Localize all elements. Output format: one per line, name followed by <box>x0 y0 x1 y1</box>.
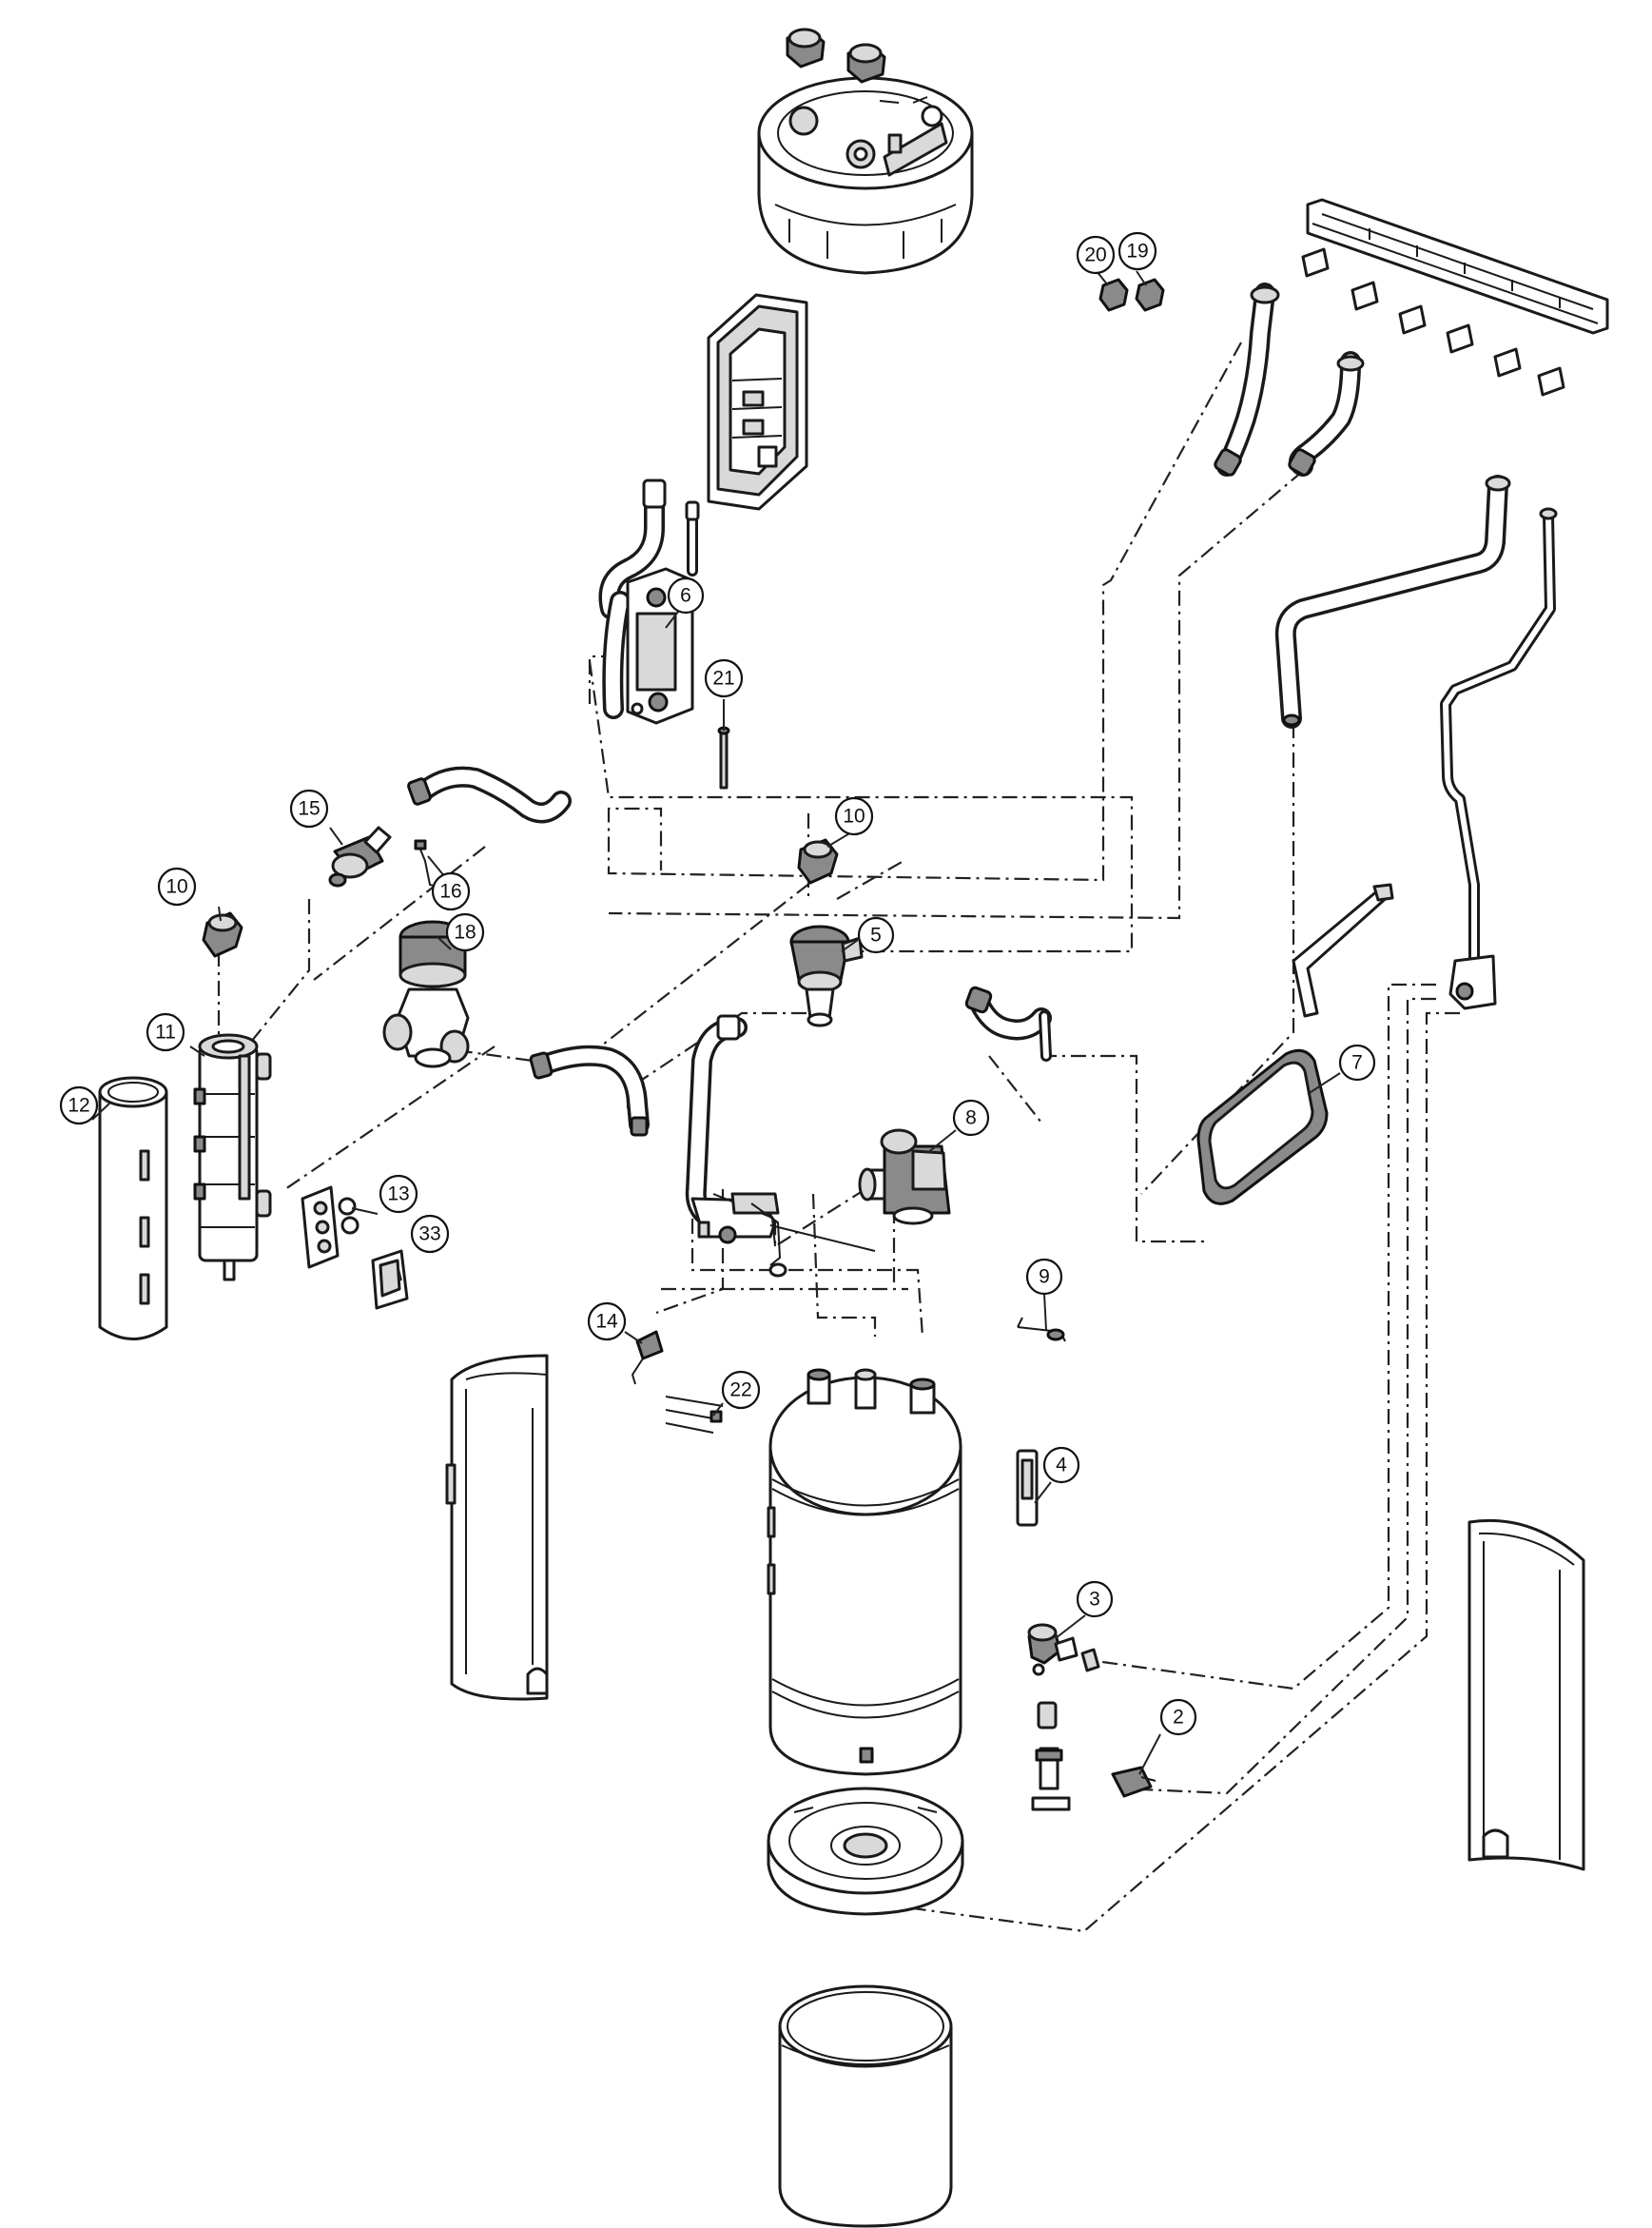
probe-set-22 <box>665 1396 724 1434</box>
callout-3: 3 <box>1076 1580 1114 1618</box>
svg-text:12: 12 <box>68 1095 89 1117</box>
thermostat-9 <box>1017 1317 1066 1342</box>
temperature-sensor-14 <box>631 1330 664 1385</box>
expansion-vessel <box>1196 1048 1329 1205</box>
callout-bubbles: 2 3 4 5 6 7 8 9 10 10 11 <box>59 231 1376 1736</box>
callout-8: 8 <box>952 1099 990 1137</box>
svg-text:33: 33 <box>418 1223 440 1245</box>
svg-text:9: 9 <box>1039 1266 1050 1288</box>
svg-text:13: 13 <box>387 1183 409 1205</box>
bottom-cylinder <box>778 1984 953 2228</box>
callout-2: 2 <box>1159 1698 1197 1736</box>
return-pipe-small <box>964 986 1052 1062</box>
svg-text:7: 7 <box>1351 1052 1363 1074</box>
callout-10-center: 10 <box>834 796 874 836</box>
connection-pipe-top-left <box>407 766 572 824</box>
svg-text:16: 16 <box>439 881 461 903</box>
outer-shell-left <box>445 1354 549 1701</box>
callout-22: 22 <box>721 1370 761 1410</box>
svg-text:18: 18 <box>454 922 476 944</box>
probe-rod-21 <box>717 726 730 790</box>
callout-14: 14 <box>587 1301 627 1341</box>
callout-20: 20 <box>1076 235 1116 275</box>
callout-4: 4 <box>1042 1446 1080 1484</box>
valve-15 <box>328 826 392 888</box>
svg-text:3: 3 <box>1089 1589 1100 1611</box>
cap-nut-left-icon <box>786 28 826 68</box>
mounting-clips <box>1301 247 1565 397</box>
callout-16: 16 <box>431 871 471 911</box>
svg-text:5: 5 <box>870 925 882 947</box>
callout-18: 18 <box>445 912 485 952</box>
callout-7: 7 <box>1338 1044 1376 1082</box>
svg-text:8: 8 <box>965 1107 977 1129</box>
callout-leaders <box>91 270 1341 1775</box>
callout-21: 21 <box>704 658 744 698</box>
gasket-set-13 <box>301 1185 360 1269</box>
protective-sleeve <box>98 1076 168 1340</box>
circulation-pump <box>858 1128 951 1225</box>
long-bent-pipe <box>1274 475 1511 729</box>
inlet-pipe-right-1 <box>1214 283 1280 477</box>
small-bore-pipe <box>1440 507 1558 1010</box>
svg-text:20: 20 <box>1084 244 1106 266</box>
svg-text:10: 10 <box>165 876 187 898</box>
outer-shell-right <box>1467 1518 1585 1871</box>
hydraulic-manifold <box>685 1014 876 1278</box>
drain-fitting-2 <box>1031 1701 1156 1811</box>
callout-9: 9 <box>1025 1258 1063 1296</box>
svg-text:14: 14 <box>595 1311 618 1333</box>
air-vent-left <box>202 911 243 958</box>
drain-valve-3 <box>1027 1623 1100 1676</box>
air-vent-center <box>797 838 839 885</box>
callout-5: 5 <box>857 916 895 954</box>
callout-6: 6 <box>667 577 705 615</box>
storage-tank <box>767 1368 962 1776</box>
callout-13: 13 <box>379 1174 418 1214</box>
svg-text:10: 10 <box>843 806 865 828</box>
expansion-vessel-bracket <box>1292 883 1394 1018</box>
nut-20 <box>1098 278 1129 312</box>
callout-19: 19 <box>1118 231 1157 271</box>
anode-clip-4 <box>1016 1449 1039 1527</box>
svg-text:21: 21 <box>712 668 734 690</box>
plate-heat-exchanger <box>598 479 700 725</box>
inlet-pipe-right-2 <box>1288 351 1365 477</box>
svg-text:2: 2 <box>1173 1707 1184 1729</box>
top-cover-assembly <box>757 28 974 275</box>
svg-text:19: 19 <box>1126 241 1148 263</box>
control-box <box>707 293 808 511</box>
cap-nut-right-icon <box>846 43 886 84</box>
electric-heater-tube <box>193 1033 272 1281</box>
svg-text:22: 22 <box>729 1379 751 1401</box>
connection-pipe-middle-left <box>529 1045 650 1137</box>
svg-text:15: 15 <box>298 798 320 820</box>
mounting-rail <box>1306 198 1609 335</box>
nut-19 <box>1135 278 1165 312</box>
pump-valve-5 <box>789 925 864 1027</box>
callout-33: 33 <box>410 1214 450 1254</box>
callout-15: 15 <box>289 789 329 829</box>
svg-text:6: 6 <box>680 585 691 607</box>
callout-10-left: 10 <box>157 867 197 907</box>
callout-12: 12 <box>59 1085 99 1125</box>
callout-11: 11 <box>146 1012 185 1052</box>
tank-base-plate <box>767 1787 964 1916</box>
svg-text:11: 11 <box>155 1022 176 1044</box>
svg-text:4: 4 <box>1056 1455 1067 1476</box>
